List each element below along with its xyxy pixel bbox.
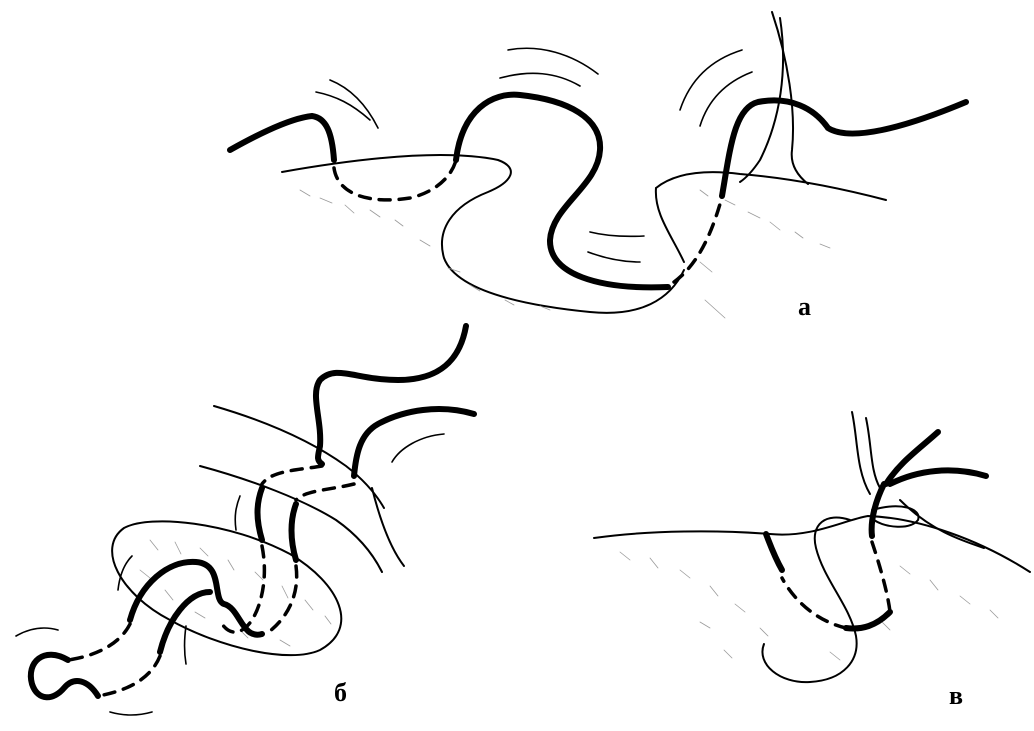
panel-b-thread-buried-5 [68,624,130,660]
panel-b-thread-column-1 [258,488,263,540]
panel-a-tissue-right-edge [656,172,886,200]
panel-b [16,326,474,715]
panel-v-thread-buried-1 [872,542,890,612]
panel-a-wound-inner [656,188,684,262]
panel-v-thread-end-2 [890,470,986,484]
panel-v [594,412,1030,682]
panel-v-thread-left-end [766,534,782,570]
arrow-a-5 [680,50,742,110]
arrow-b-6 [110,712,152,715]
panel-a-thread-right-end [722,100,966,196]
panel-a-thread-buried-left [334,160,456,200]
panel-b-thread-top-end [316,326,466,464]
panel-b-thread-end-loop [31,655,98,698]
panel-b-thread-column-2 [292,504,297,560]
arrow-a-3 [508,48,598,74]
panel-b-arrows [16,434,444,715]
panel-b-thread-buried-3 [222,546,264,632]
arrow-b-1 [392,434,444,462]
panel-a-arrows [316,48,752,262]
panel-a [230,12,966,318]
panel-v-shading [620,552,998,660]
panel-b-wound-edge [372,488,404,566]
arrow-a-6 [700,72,752,126]
arrow-a-8 [588,252,640,262]
panel-b-thread-buried-1 [262,466,322,484]
arrow-a-2 [316,92,370,120]
panel-a-thread-buried-right [674,204,720,282]
panel-a-thread-left-end [230,116,334,160]
arrow-a-7 [590,232,644,236]
panel-b-thread-buried-4 [266,566,297,634]
panel-v-thread-pale-2 [866,418,880,488]
panel-label-v: в [949,683,963,709]
panel-b-thread-buried-6 [98,656,160,696]
panel-v-skin-edge [594,516,1030,572]
arrow-a-1 [330,80,378,128]
panel-a-tissue-left-edge [282,155,684,313]
panel-b-thread-buried-2 [296,484,354,500]
panel-v-thread-lower [846,612,890,628]
panel-v-thread-buried-2 [782,578,846,628]
arrow-b-2 [235,496,240,530]
panel-v-thread-curve [762,518,856,683]
arrow-a-4 [500,73,580,86]
arrow-b-4 [185,626,187,664]
arrow-b-5 [16,628,58,636]
panel-label-a: а [798,294,811,320]
panel-label-b: б [334,680,347,706]
